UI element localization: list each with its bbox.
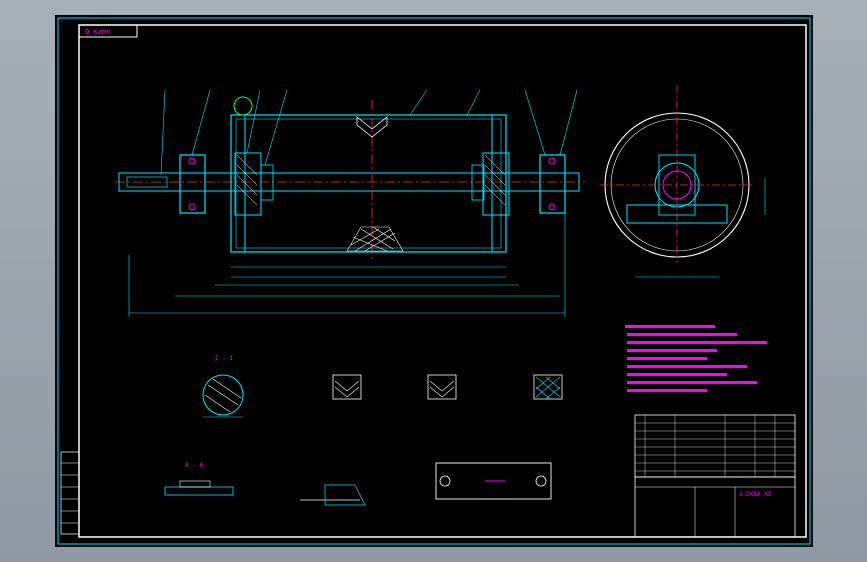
left-bearing-bolt-bottom [188,203,196,211]
lagging-chevron-a [332,374,362,400]
section-detail-a: A - A [164,462,234,496]
sheet-inner-border [78,24,807,538]
left-hub-collar [260,164,274,201]
side-view [600,85,766,278]
title-block: 1-DXXX XX [634,414,796,538]
shaft-section-circle [202,374,244,416]
right-bearing-bolt-top [548,157,556,165]
title-tag-box [78,24,138,38]
circle-callout-icon [233,96,253,116]
lagging-chevron-b [427,374,457,400]
keyway [126,176,168,188]
left-hub [234,152,262,216]
lagging-details [332,374,563,400]
right-hub [482,152,510,216]
diamond-mesh-detail [346,226,404,252]
sheet-outer-border [57,17,811,545]
drawing-sheet[interactable]: Q Kzmn [55,15,813,547]
right-bearing-housing [539,154,566,214]
left-revision-strip [60,451,80,535]
technical-notes [625,325,767,392]
right-hub-collar [471,164,485,201]
dimension-lines [128,213,566,317]
section-shaft: I - I [202,355,244,418]
section-label-detail: A - A [185,462,203,469]
title-tag-text: Q Kzmn [85,28,110,36]
title-block-main [634,476,796,538]
hub-hatching [236,154,506,206]
bearing-seat-detail [435,462,552,500]
left-bearing-housing [179,154,206,214]
drum-shell-inner [235,118,502,249]
drawing-canvas[interactable]: Q Kzmn [55,15,813,547]
part-leaders [160,89,578,176]
parts-list [634,414,796,478]
weld-detail [300,484,366,506]
drum-shell [230,114,507,253]
crosshatch-icon [533,374,563,400]
drum-right-end [491,114,507,253]
main-view-roller [115,89,585,317]
right-bearing-bolt-bottom [548,203,556,211]
chevron-lagging-detail [356,116,388,138]
section-label-shaft: I - I [215,355,233,362]
shaft [118,172,580,192]
sheet-code: 1-DXXX XX [739,491,772,498]
left-bearing-bolt-top [188,157,196,165]
drum-left-end [230,114,246,253]
